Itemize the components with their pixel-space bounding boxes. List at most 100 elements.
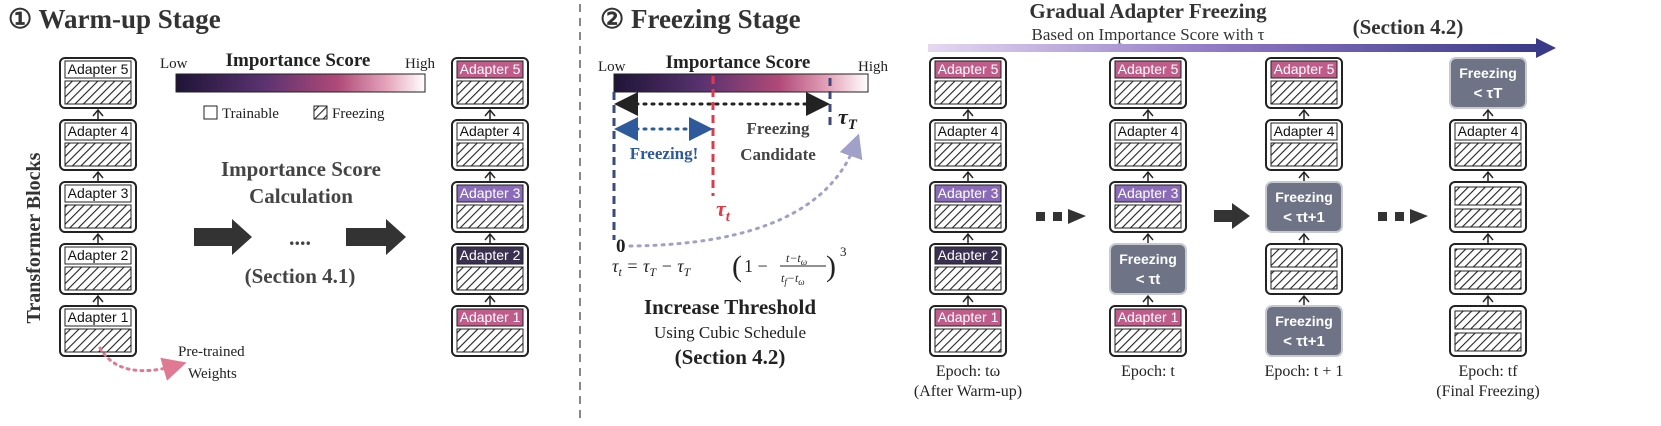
svg-text:): ) bbox=[826, 250, 836, 283]
frozen-weights-block bbox=[1454, 208, 1522, 228]
chevron-up-icon bbox=[92, 108, 104, 117]
frozen-weights-block bbox=[1454, 142, 1522, 167]
transformer-block bbox=[1449, 305, 1527, 357]
freezing-box-word: Freezing bbox=[1275, 313, 1333, 329]
progress-bar bbox=[928, 44, 1538, 52]
chevron-up-icon bbox=[1482, 170, 1494, 179]
schedule-curve bbox=[628, 133, 863, 248]
legend-freezing-label: Freezing bbox=[332, 106, 385, 122]
frozen-weights-block bbox=[1270, 80, 1338, 105]
adapter-label: Adapter 4 bbox=[1458, 123, 1519, 139]
arrow-right-icon bbox=[1068, 209, 1086, 224]
epoch-label: Epoch: t bbox=[1121, 363, 1175, 380]
chevron-up-icon bbox=[484, 108, 496, 117]
transformer-block: Adapter 4 bbox=[1109, 119, 1187, 171]
candidate-line1: Freezing bbox=[747, 119, 810, 138]
frozen-weights-block bbox=[1114, 80, 1182, 105]
adapter-label-box bbox=[1114, 308, 1182, 327]
tau-t-label: τt bbox=[716, 196, 731, 225]
warmup-scale-high: High bbox=[405, 56, 436, 72]
chevron-up-icon bbox=[1142, 108, 1154, 117]
transformer-block: Adapter 4 bbox=[929, 119, 1007, 171]
arrow-right-icon bbox=[346, 219, 406, 255]
transformer-block: Adapter 1 bbox=[1109, 305, 1187, 357]
chevron-up-icon bbox=[484, 170, 496, 179]
adapter-label: Adapter 4 bbox=[1274, 123, 1335, 139]
chevron-up-icon bbox=[1482, 232, 1494, 241]
arrow-right-icon bbox=[194, 219, 252, 255]
adapter-label: Adapter 1 bbox=[1118, 309, 1179, 325]
adapter-label-box bbox=[934, 122, 1002, 141]
warmup-section-ref: (Section 4.1) bbox=[245, 264, 356, 288]
freezing-box-threshold: < τt+1 bbox=[1283, 333, 1325, 350]
freezing-box-threshold: < τt bbox=[1136, 271, 1161, 288]
epoch-connector-2 bbox=[1214, 203, 1250, 229]
gradual-subtitle: Based on Importance Score with τ bbox=[1032, 25, 1265, 44]
frozen-weights-block bbox=[64, 204, 132, 229]
freezing-box bbox=[1265, 305, 1343, 357]
threshold-formula: τt = τT − τT ( 1 − t−tω tf−tω ) 3 bbox=[612, 244, 847, 287]
freezing-box-threshold: < τt+1 bbox=[1283, 209, 1325, 226]
frozen-weights-block bbox=[934, 142, 1002, 167]
transformer-blocks-label: Transformer Blocks bbox=[23, 152, 45, 323]
warmup-scale-low: Low bbox=[160, 56, 188, 72]
adapter-label: Adapter 3 bbox=[68, 185, 129, 201]
chevron-up-icon bbox=[484, 294, 496, 303]
adapter-label: Adapter 3 bbox=[938, 185, 999, 201]
warmup-title: ① Warm-up Stage bbox=[8, 4, 221, 34]
adapter-label: Adapter 4 bbox=[460, 123, 521, 139]
svg-text:τt = τT − τT: τt = τT − τT bbox=[612, 256, 692, 279]
legend-trainable-swatch bbox=[203, 105, 218, 120]
transformer-block: Freezing< τT bbox=[1449, 57, 1527, 109]
adapter-label-box bbox=[1114, 60, 1182, 79]
chevron-up-icon bbox=[92, 232, 104, 241]
frozen-weights-block bbox=[1454, 332, 1522, 352]
tau-T-label: τT bbox=[838, 104, 858, 133]
gradual-title: Gradual Adapter Freezing bbox=[1029, 0, 1267, 23]
transformer-block: Adapter 2 bbox=[929, 243, 1007, 295]
frozen-weights-block bbox=[1454, 186, 1522, 206]
transformer-block: Adapter 5 bbox=[1109, 57, 1187, 109]
progress-arrow-head-icon bbox=[1536, 38, 1556, 58]
frozen-weights-block bbox=[934, 80, 1002, 105]
epoch-connector-1 bbox=[1036, 209, 1086, 224]
adapter-label: Adapter 1 bbox=[938, 309, 999, 325]
frozen-weights-block bbox=[1114, 204, 1182, 229]
transformer-block: Adapter 1 bbox=[451, 305, 529, 357]
freezing-title: ② Freezing Stage bbox=[600, 4, 801, 34]
adapter-label-box bbox=[1270, 122, 1338, 141]
freezing-now-label: Freezing! bbox=[630, 144, 699, 163]
adapter-label: Adapter 3 bbox=[460, 185, 521, 201]
chevron-up-icon bbox=[1142, 232, 1154, 241]
transformer-block: Freezing < τt+1 bbox=[1265, 305, 1343, 357]
transformer-block: Adapter 5 bbox=[451, 57, 529, 109]
freezing-section-ref: (Section 4.2) bbox=[675, 345, 786, 369]
chevron-up-icon bbox=[962, 170, 974, 179]
transformer-block: Freezing< τt bbox=[1109, 243, 1187, 295]
pretrained-line1: Pre-trained bbox=[178, 344, 245, 360]
adapter-label-box bbox=[456, 122, 524, 141]
calc-line2: Calculation bbox=[249, 184, 353, 208]
frozen-weights-block bbox=[1270, 248, 1338, 268]
transformer-block: Adapter 2 bbox=[451, 243, 529, 295]
adapter-label: Adapter 2 bbox=[68, 247, 129, 263]
transformer-block: Freezing< τt+1 bbox=[1265, 181, 1343, 233]
threshold-title: Increase Threshold bbox=[644, 295, 816, 319]
chevron-up-icon bbox=[1142, 294, 1154, 303]
chevron-up-icon bbox=[484, 232, 496, 241]
chevron-up-icon bbox=[92, 294, 104, 303]
adapter-label-box bbox=[934, 60, 1002, 79]
adapter-label-box bbox=[1270, 60, 1338, 79]
pretrained-line2: Weights bbox=[188, 366, 237, 382]
frozen-weights-block bbox=[64, 80, 132, 105]
gradual-section-ref: (Section 4.2) bbox=[1353, 15, 1464, 39]
transformer-block: Adapter 4 bbox=[1449, 119, 1527, 171]
svg-text:1 −: 1 − bbox=[744, 256, 768, 276]
frozen-weights-block bbox=[456, 204, 524, 229]
adapter-label: Adapter 5 bbox=[460, 61, 521, 77]
frozen-weights-block bbox=[1270, 270, 1338, 290]
frozen-weights-block bbox=[1454, 310, 1522, 330]
